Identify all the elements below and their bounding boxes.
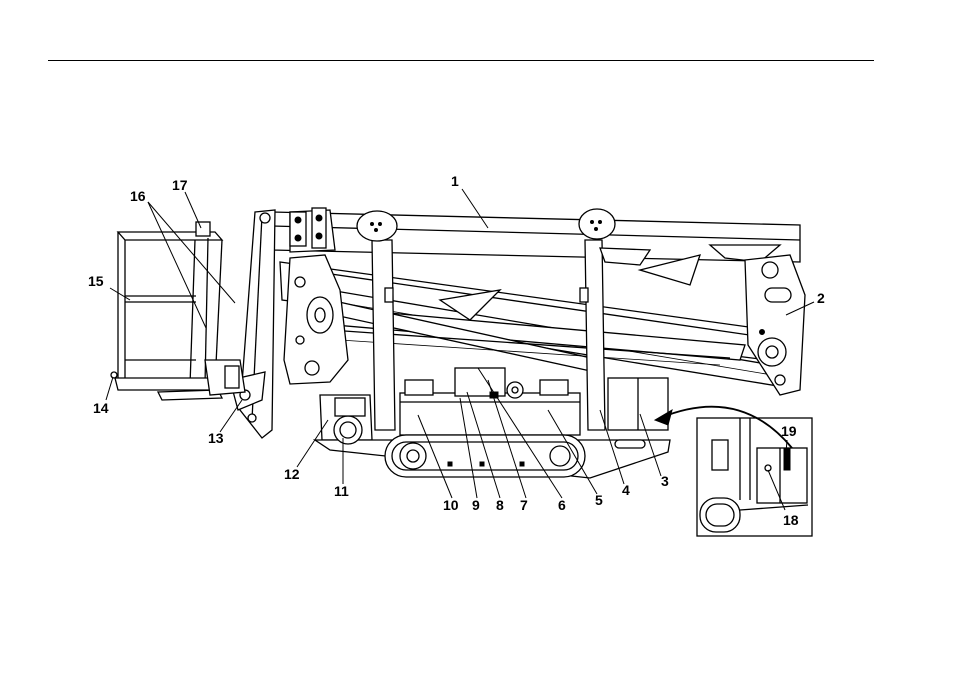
callout-7: 7 [520,497,528,513]
callout-12: 12 [284,466,300,482]
callout-6: 6 [558,497,566,513]
callout-15: 15 [88,273,104,289]
callout-14: 14 [93,400,109,416]
callout-18: 18 [783,512,799,528]
callout-9: 9 [472,497,480,513]
callout-17: 17 [172,177,188,193]
work-basket [111,222,245,400]
callout-16: 16 [130,188,146,204]
callout-11: 11 [334,483,349,499]
crawler-track [385,435,585,477]
callout-2: 2 [817,290,825,306]
articulating-arm [230,210,275,438]
callout-3: 3 [661,473,669,489]
callout-13: 13 [208,430,224,446]
callout-5: 5 [595,492,603,508]
callout-10: 10 [443,497,459,513]
boom [272,212,800,388]
callout-1: 1 [451,173,459,189]
callout-19: 19 [781,423,797,439]
callout-4: 4 [622,482,630,498]
callout-8: 8 [496,497,504,513]
